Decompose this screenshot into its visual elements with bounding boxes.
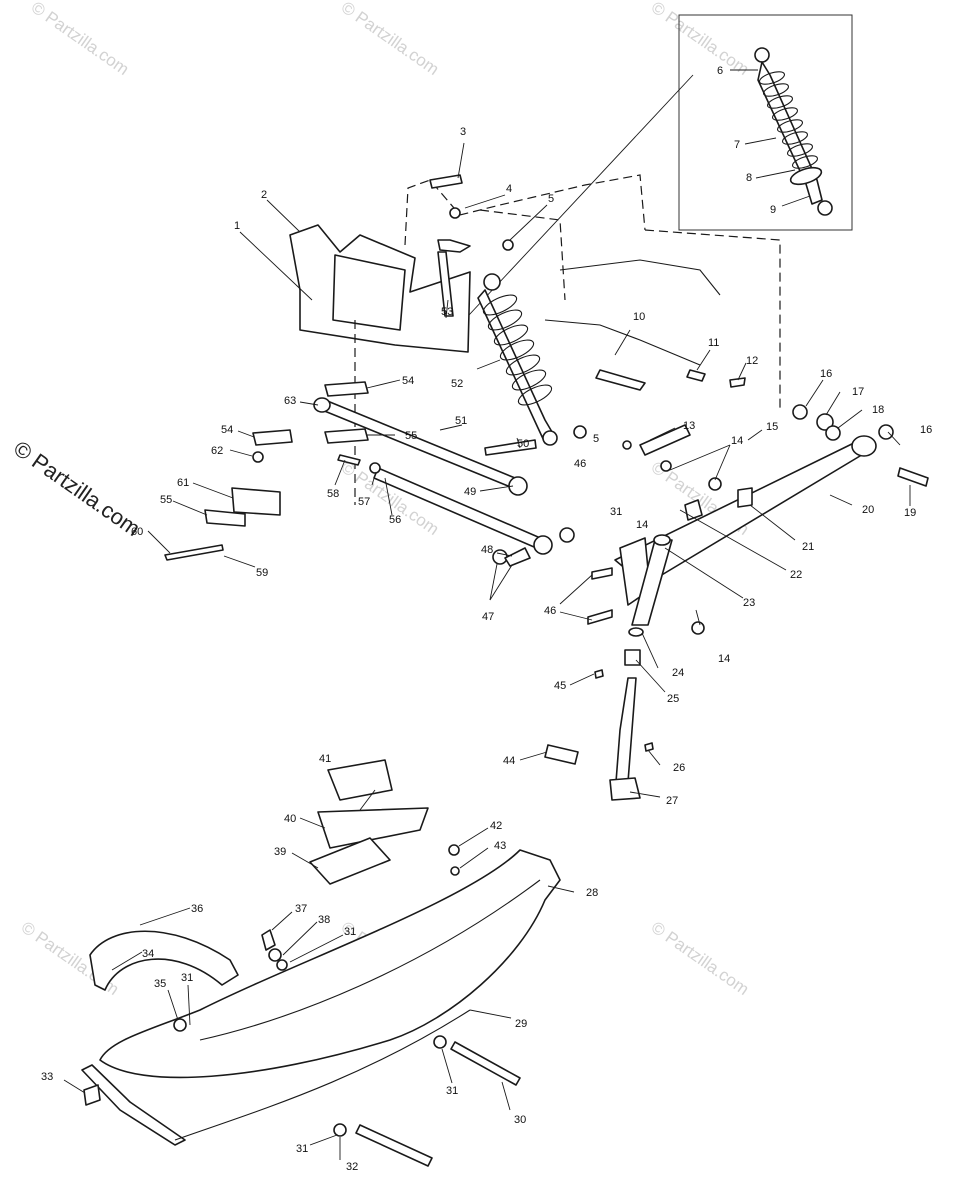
callout-55: 55 (405, 430, 417, 442)
callout-33: 33 (41, 1071, 53, 1083)
callout-53: 53 (441, 306, 453, 318)
callout-9: 9 (770, 204, 776, 216)
callout-17: 17 (852, 386, 864, 398)
callout-58: 58 (327, 488, 339, 500)
callout-31: 31 (344, 926, 356, 938)
callout-21: 21 (802, 541, 814, 553)
callout-31: 31 (181, 972, 193, 984)
callout-11: 11 (708, 337, 719, 349)
callout-23: 23 (743, 597, 755, 609)
callout-18: 18 (872, 404, 884, 416)
callout-57: 57 (358, 496, 370, 508)
callout-27: 27 (666, 795, 678, 807)
callout-14: 14 (636, 519, 648, 531)
callout-32: 32 (346, 1161, 358, 1173)
callout-46: 46 (544, 605, 556, 617)
callout-28: 28 (586, 887, 598, 899)
mount-brackets (164, 174, 587, 567)
callout-1: 1 (234, 220, 240, 232)
callout-leaders (63, 69, 911, 1160)
callout-49: 49 (464, 486, 476, 498)
callout-60: 60 (131, 526, 143, 538)
callout-14: 14 (718, 653, 730, 665)
watermark-text: © Partzilla.com (648, 918, 753, 999)
watermark-text: © Partzilla.com (338, 0, 443, 79)
callout-61: 61 (177, 477, 189, 489)
callout-59: 59 (256, 567, 268, 579)
callout-54: 54 (221, 424, 233, 436)
bulkhead-frame (289, 174, 781, 505)
callout-3: 3 (460, 126, 466, 138)
callout-16: 16 (820, 368, 832, 380)
callout-24: 24 (672, 667, 684, 679)
callout-44: 44 (503, 755, 515, 767)
callout-31: 31 (610, 506, 622, 518)
callout-26: 26 (673, 762, 685, 774)
callout-51: 51 (455, 415, 467, 427)
callout-16: 16 (920, 424, 932, 436)
callout-8: 8 (746, 172, 752, 184)
callout-22: 22 (790, 569, 802, 581)
ski-assembly (81, 759, 561, 1167)
callout-13: 13 (683, 420, 695, 432)
callout-10: 10 (633, 311, 645, 323)
callout-43: 43 (494, 840, 506, 852)
watermark-text: © Partzilla.com (9, 436, 145, 542)
callout-30: 30 (514, 1114, 526, 1126)
callout-38: 38 (318, 914, 330, 926)
callout-47: 47 (482, 611, 494, 623)
callout-35: 35 (154, 978, 166, 990)
callout-7: 7 (734, 139, 740, 151)
watermark-text: © Partzilla.com (648, 0, 753, 79)
callout-20: 20 (862, 504, 874, 516)
callout-labels: 1 2 3 4 5 5 6 7 8 9 10 11 12 13 14 14 14… (41, 65, 932, 1173)
callout-39: 39 (274, 846, 286, 858)
callout-29: 29 (515, 1018, 527, 1030)
callout-40: 40 (284, 813, 296, 825)
callout-55: 55 (160, 494, 172, 506)
callout-36: 36 (191, 903, 203, 915)
callout-46: 46 (574, 458, 586, 470)
callout-63: 63 (284, 395, 296, 407)
callout-19: 19 (904, 507, 916, 519)
callout-2: 2 (261, 189, 267, 201)
callout-62: 62 (211, 445, 223, 457)
callout-31: 31 (296, 1143, 308, 1155)
callout-14: 14 (731, 435, 743, 447)
callout-4: 4 (506, 183, 512, 195)
spindle-arm-assembly (544, 319, 929, 801)
callout-5: 5 (548, 193, 554, 205)
callout-31: 31 (446, 1085, 458, 1097)
callout-37: 37 (295, 903, 307, 915)
callout-52: 52 (451, 378, 463, 390)
inset-shock-absorber (454, 47, 833, 331)
callout-56: 56 (389, 514, 401, 526)
callout-41: 41 (319, 753, 331, 765)
callout-45: 45 (554, 680, 566, 692)
callout-50: 50 (517, 438, 529, 450)
callout-5: 5 (593, 433, 599, 445)
callout-54: 54 (402, 375, 414, 387)
watermark-text: © Partzilla.com (28, 0, 133, 79)
shock-absorber (477, 273, 558, 446)
callout-15: 15 (766, 421, 778, 433)
callout-25: 25 (667, 693, 679, 705)
callout-34: 34 (142, 948, 154, 960)
callout-42: 42 (490, 820, 502, 832)
callout-12: 12 (746, 355, 758, 367)
callout-6: 6 (717, 65, 723, 77)
detail-inset-box (678, 14, 853, 231)
callout-48: 48 (481, 544, 493, 556)
